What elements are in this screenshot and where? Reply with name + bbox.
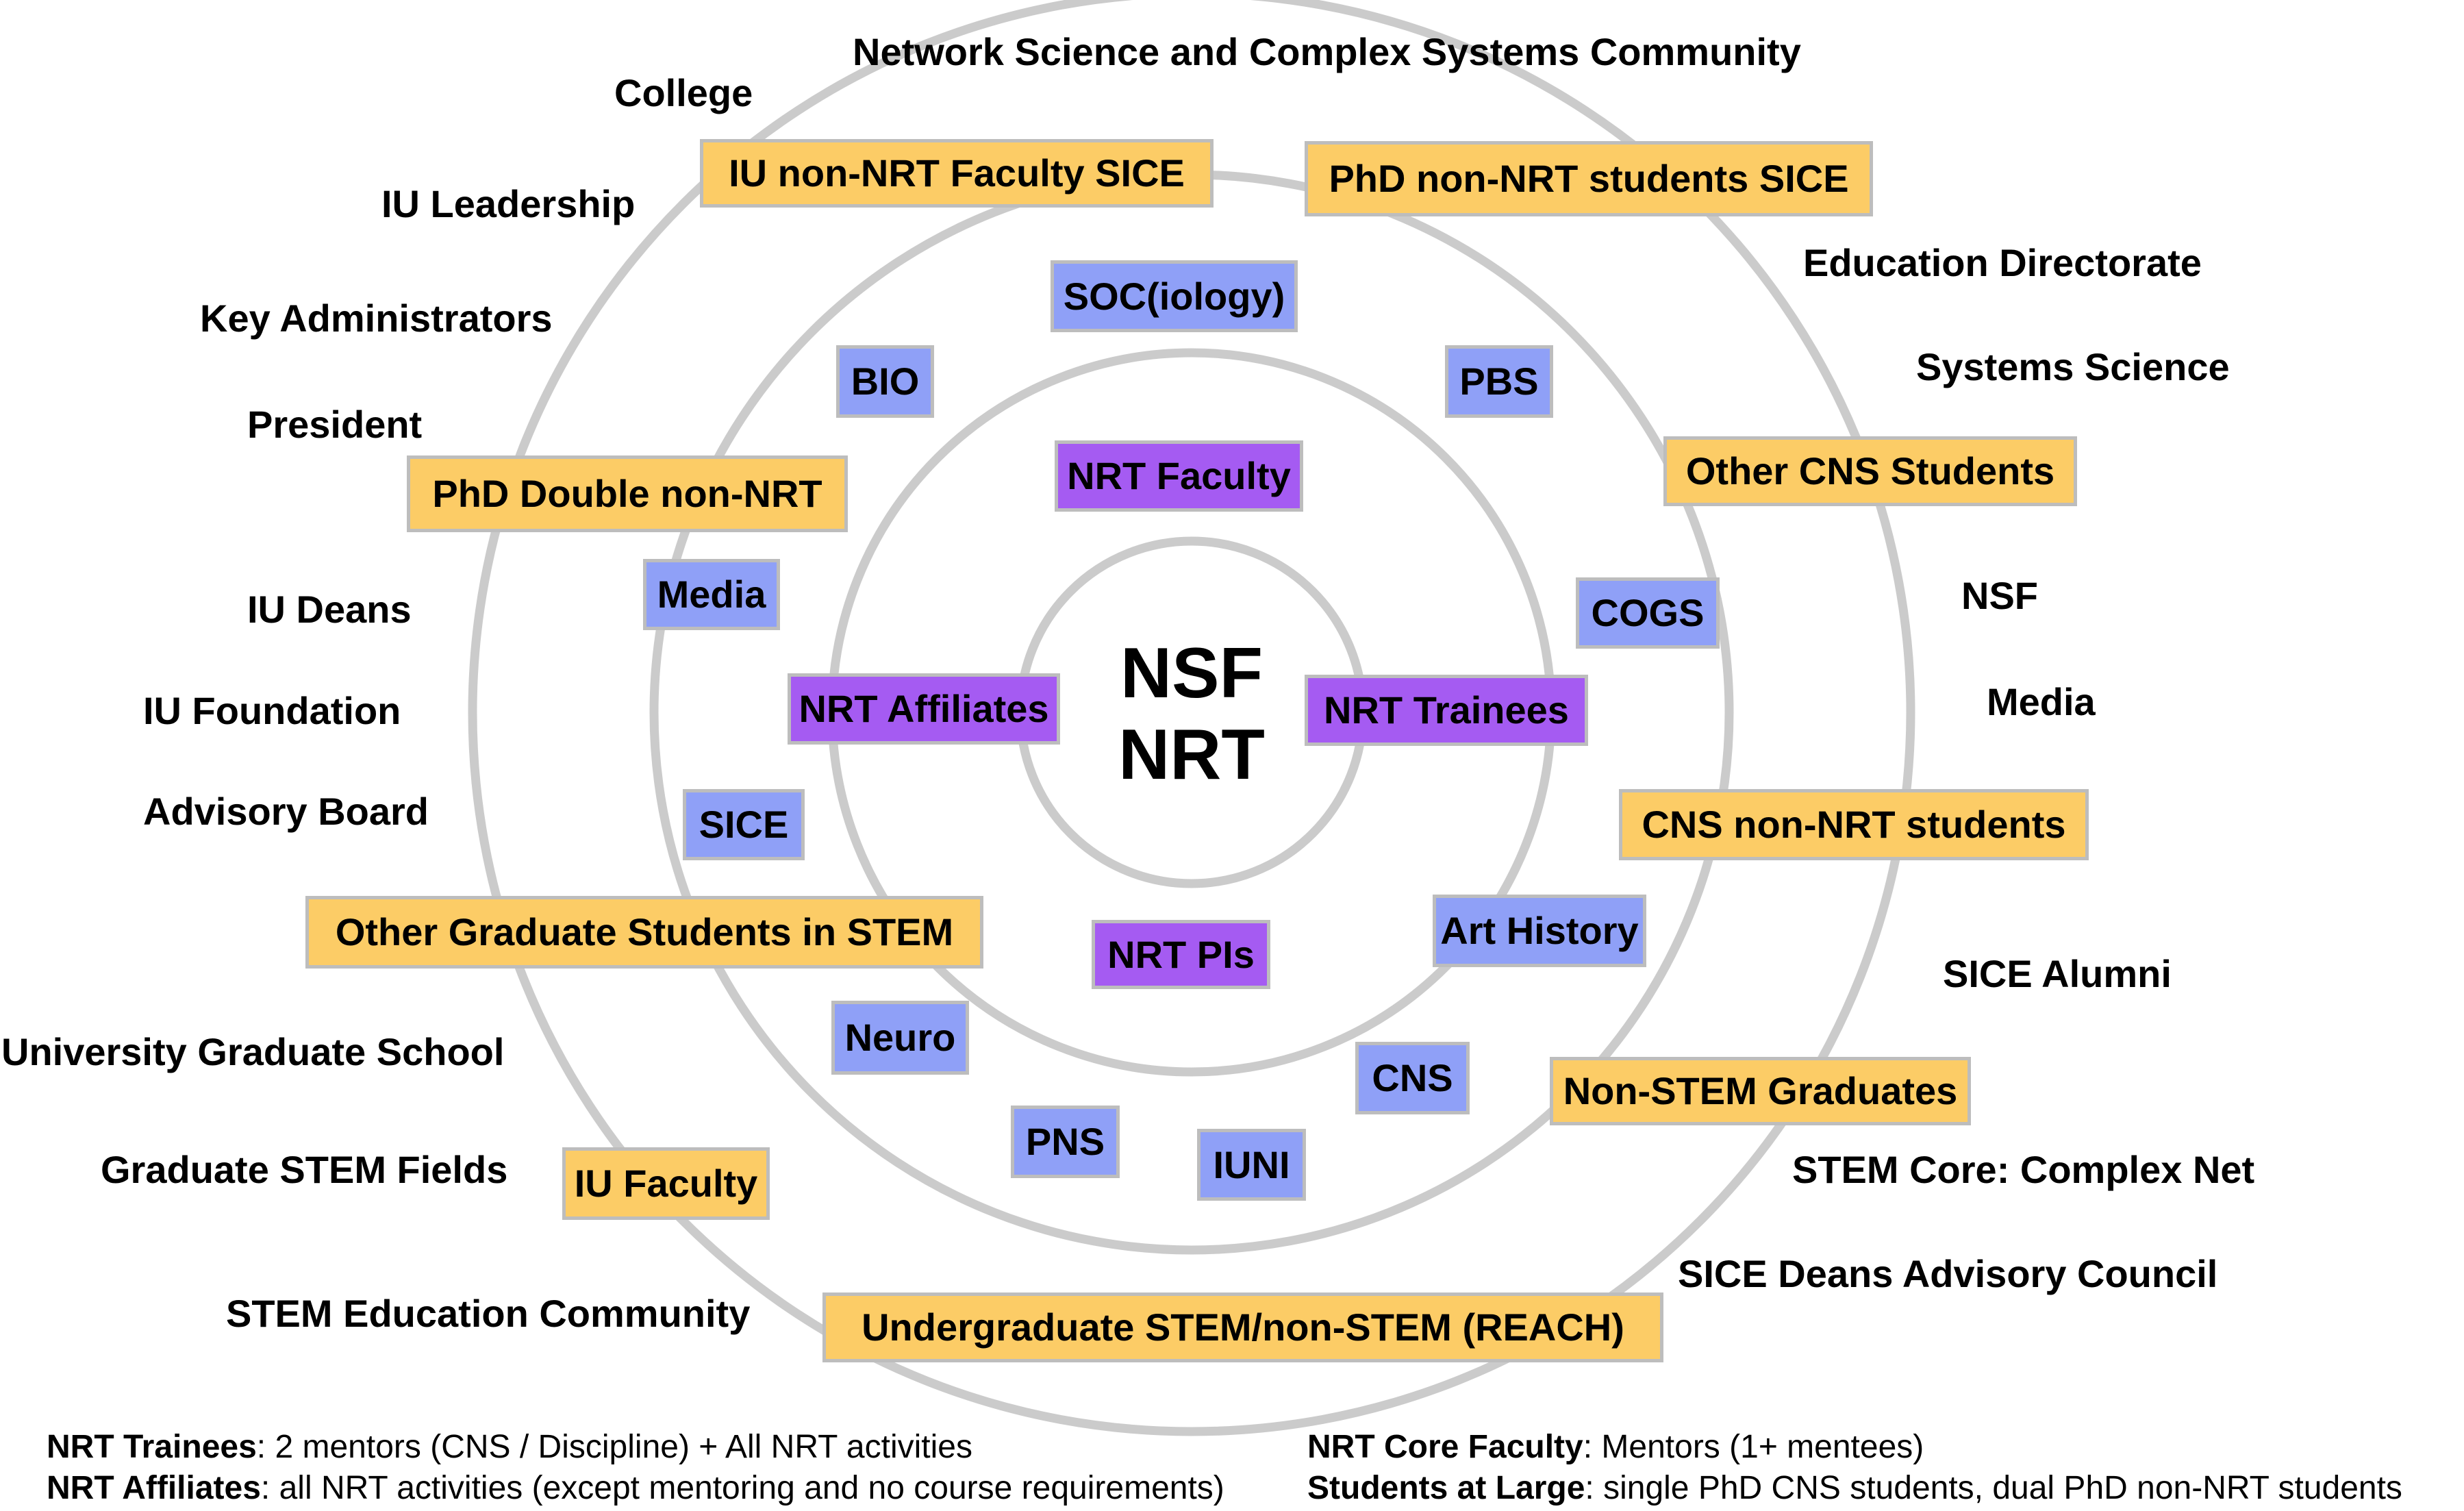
label-iu-foundation: IU Foundation — [143, 689, 401, 732]
label-key-administrators: Key Administrators — [200, 297, 553, 340]
center-line-2: NRT — [1118, 714, 1265, 795]
label-sice-deans-council: SICE Deans Advisory Council — [1678, 1252, 2218, 1295]
label-sice-alumni: SICE Alumni — [1943, 952, 2172, 995]
ring-outer — [468, 0, 1915, 1436]
legend-affiliates-term: NRT Affiliates — [47, 1470, 261, 1506]
box-neuro: Neuro — [831, 1001, 969, 1075]
box-cogs: COGS — [1576, 577, 1720, 649]
legend-students-large-desc: : single PhD CNS students, dual PhD non-… — [1585, 1470, 2402, 1506]
box-other-cns-students: Other CNS Students — [1663, 436, 2077, 506]
label-president: President — [247, 403, 423, 446]
label-university-graduate-school: University Graduate School — [1, 1030, 505, 1073]
box-nrt-affiliates: NRT Affiliates — [788, 673, 1060, 745]
label-college: College — [614, 71, 753, 114]
box-media: Media — [643, 559, 780, 630]
box-bio: BIO — [836, 345, 934, 418]
box-iu-non-nrt-faculty: IU non-NRT Faculty SICE — [700, 139, 1214, 208]
legend-core-faculty-desc: : Mentors (1+ mentees) — [1583, 1429, 1924, 1465]
box-iuni: IUNI — [1197, 1129, 1306, 1201]
box-cns: CNS — [1355, 1042, 1470, 1114]
box-iu-faculty: IU Faculty — [562, 1147, 770, 1220]
label-education-directorate: Education Directorate — [1803, 241, 2202, 284]
center-title: NSF NRT — [1096, 633, 1287, 795]
box-pns: PNS — [1011, 1106, 1120, 1178]
legend-trainees-term: NRT Trainees — [47, 1429, 257, 1465]
box-soc: SOC(iology) — [1051, 260, 1298, 332]
legend-trainees-desc: : 2 mentors (CNS / Discipline) + All NRT… — [256, 1429, 972, 1465]
box-nrt-trainees: NRT Trainees — [1305, 675, 1588, 746]
label-systems-science: Systems Science — [1916, 345, 2230, 388]
label-media: Media — [1987, 680, 2096, 723]
label-network-science: Network Science and Complex Systems Comm… — [853, 30, 1801, 73]
box-phd-double-non-nrt: PhD Double non-NRT — [407, 455, 848, 532]
legend-trainees: NRT Trainees: 2 mentors (CNS / Disciplin… — [47, 1431, 972, 1464]
label-stem-education-community: STEM Education Community — [226, 1292, 751, 1335]
box-other-graduate-stem: Other Graduate Students in STEM — [305, 896, 983, 969]
box-phd-non-nrt-students: PhD non-NRT students SICE — [1305, 141, 1873, 216]
box-art-history: Art History — [1433, 895, 1646, 967]
box-undergraduate-reach: Undergraduate STEM/non-STEM (REACH) — [822, 1293, 1663, 1362]
center-line-1: NSF — [1120, 634, 1263, 713]
legend-affiliates-desc: : all NRT activities (except mentoring a… — [260, 1470, 1224, 1506]
legend-students-large-term: Students at Large — [1307, 1470, 1585, 1506]
box-pbs: PBS — [1445, 345, 1553, 418]
box-cns-non-nrt-students: CNS non-NRT students — [1619, 789, 2089, 860]
box-sice: SICE — [683, 789, 805, 860]
legend-students-at-large: Students at Large: single PhD CNS studen… — [1307, 1472, 2402, 1505]
label-graduate-stem-fields: Graduate STEM Fields — [101, 1148, 508, 1191]
legend-core-faculty-term: NRT Core Faculty — [1307, 1429, 1583, 1465]
box-nrt-pis: NRT PIs — [1092, 920, 1270, 989]
label-iu-leadership: IU Leadership — [381, 182, 636, 225]
legend-affiliates: NRT Affiliates: all NRT activities (exce… — [47, 1472, 1224, 1505]
box-nrt-faculty: NRT Faculty — [1055, 440, 1303, 512]
legend-core-faculty: NRT Core Faculty: Mentors (1+ mentees) — [1307, 1431, 1924, 1464]
label-iu-deans: IU Deans — [247, 588, 412, 631]
label-stem-core: STEM Core: Complex Net — [1792, 1148, 2255, 1191]
label-advisory-board: Advisory Board — [143, 790, 429, 833]
box-non-stem-graduates: Non-STEM Graduates — [1550, 1057, 1971, 1125]
label-nsf: NSF — [1961, 574, 2038, 617]
